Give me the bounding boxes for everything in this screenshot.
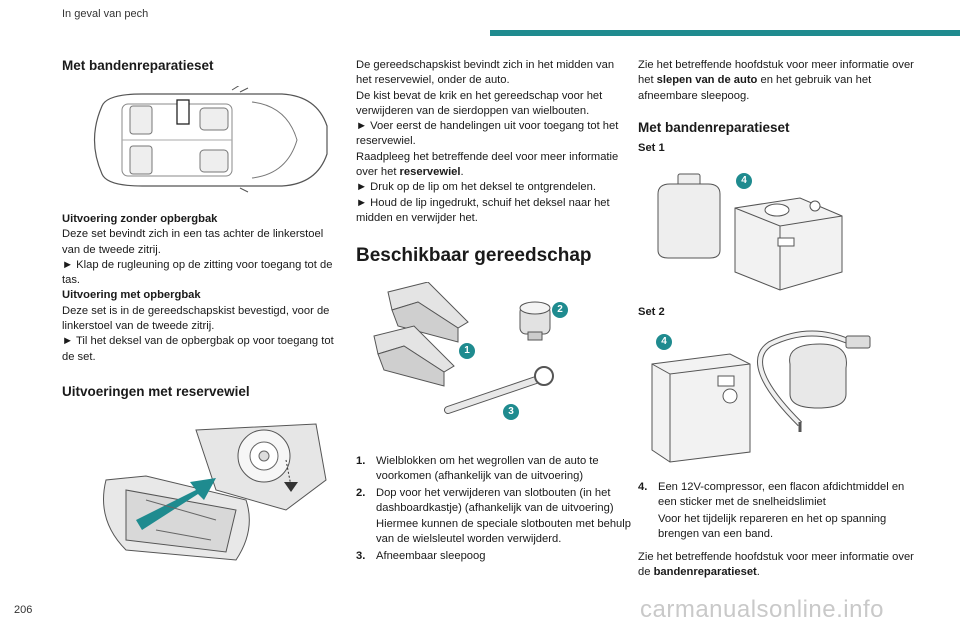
section-heading: Met bandenreparatieset — [62, 58, 214, 73]
paragraph-reference: Raadpleeg het betreffende deel voor meer… — [356, 150, 619, 179]
callout-badge-3: 3 — [503, 404, 519, 420]
paragraph: De gereedschapskist bevindt zich in het … — [356, 59, 615, 87]
set-label-2: Set 2 — [638, 306, 665, 318]
list-item: 4.Een 12V-compressor, een flacon afdicht… — [638, 481, 905, 509]
tools-list: 1.Wielblokken om het wegrollen van de au… — [356, 454, 632, 564]
reference-bold: bandenreparatieset — [653, 566, 757, 579]
page-number: 206 — [14, 604, 33, 616]
left-column: Met bandenreparatieset — [62, 58, 340, 74]
callout-badge-1: 1 — [459, 343, 475, 359]
reference-bold: reservewiel — [399, 166, 461, 179]
subheading-with-box: Uitvoering met opbergbak — [62, 289, 201, 302]
left-heading2-block: Uitvoeringen met reservewiel — [62, 384, 342, 400]
instruction: ► Klap de rugleuning op de zitting voor … — [62, 258, 333, 287]
paragraph: Deze set bevindt zich in een tas achter … — [62, 228, 324, 256]
paragraph-reference: Zie het betreffende hoofdstuk voor meer … — [638, 59, 914, 102]
callout-badge-4: 4 — [736, 173, 752, 189]
list-item: 2.Dop voor het verwijderen van slotboute… — [356, 486, 614, 514]
instruction: ► Til het deksel van de opbergbak op voo… — [62, 335, 334, 363]
list-item: Voor het tijdelijk repareren en het op s… — [658, 512, 887, 540]
instruction: ► Druk op de lip om het deksel te ontgre… — [356, 181, 596, 194]
section-heading: Uitvoeringen met reservewiel — [62, 384, 250, 399]
spare-wheel-toolbox-illustration — [103, 423, 327, 561]
section-heading: Met bandenreparatieset — [638, 120, 790, 135]
header-accent-bar — [490, 30, 960, 36]
running-header: In geval van pech — [62, 8, 149, 20]
list-item: Hiermee kunnen de speciale slotbouten me… — [376, 518, 631, 546]
right-column: Zie het betreffende hoofdstuk voor meer … — [638, 58, 918, 104]
callout-badge-4: 4 — [656, 334, 672, 350]
section-title: Beschikbaar gereedschap — [356, 245, 592, 266]
paragraph: De kist bevat de krik en het gereedschap… — [356, 89, 603, 117]
list-item: 1.Wielblokken om het wegrollen van de au… — [356, 455, 599, 483]
middle-heading-block: Beschikbaar gereedschap — [356, 245, 626, 267]
middle-column: De gereedschapskist bevindt zich in het … — [356, 58, 626, 226]
car-top-view-illustration — [93, 86, 328, 193]
compressor-list: 4.Een 12V-compressor, een flacon afdicht… — [638, 480, 920, 542]
watermark: carmanualsonline.info — [640, 596, 884, 623]
subheading-without-box: Uitvoering zonder opbergbak — [62, 213, 218, 225]
instruction: ► Houd de lip ingedrukt, schuif het deks… — [356, 196, 610, 224]
reference-bold: slepen van de auto — [656, 74, 758, 87]
instruction: ► Voer eerst de handelingen uit voor toe… — [356, 120, 619, 148]
set-label-1: Set 1 — [638, 142, 665, 154]
tools-list-block: 1.Wielblokken om het wegrollen van de au… — [356, 454, 632, 565]
set1-compressor-illustration — [657, 173, 843, 291]
paragraph: Deze set is in de gereedschapskist beves… — [62, 304, 330, 333]
left-text-block: Uitvoering zonder opbergbak Deze set bev… — [62, 212, 342, 365]
paragraph-reference: Zie het betreffende hoofdstuk voor meer … — [638, 551, 914, 579]
callout-badge-2: 2 — [552, 302, 568, 318]
list-item: 3.Afneembaar sleepoog — [356, 549, 486, 562]
compressor-description-block: 4.Een 12V-compressor, een flacon afdicht… — [638, 480, 920, 581]
tools-illustration — [373, 282, 554, 414]
set2-label-block: Set 2 — [638, 305, 918, 320]
right-heading-block: Met bandenreparatieset Set 1 — [638, 120, 918, 156]
set2-compressor-illustration — [651, 330, 871, 463]
